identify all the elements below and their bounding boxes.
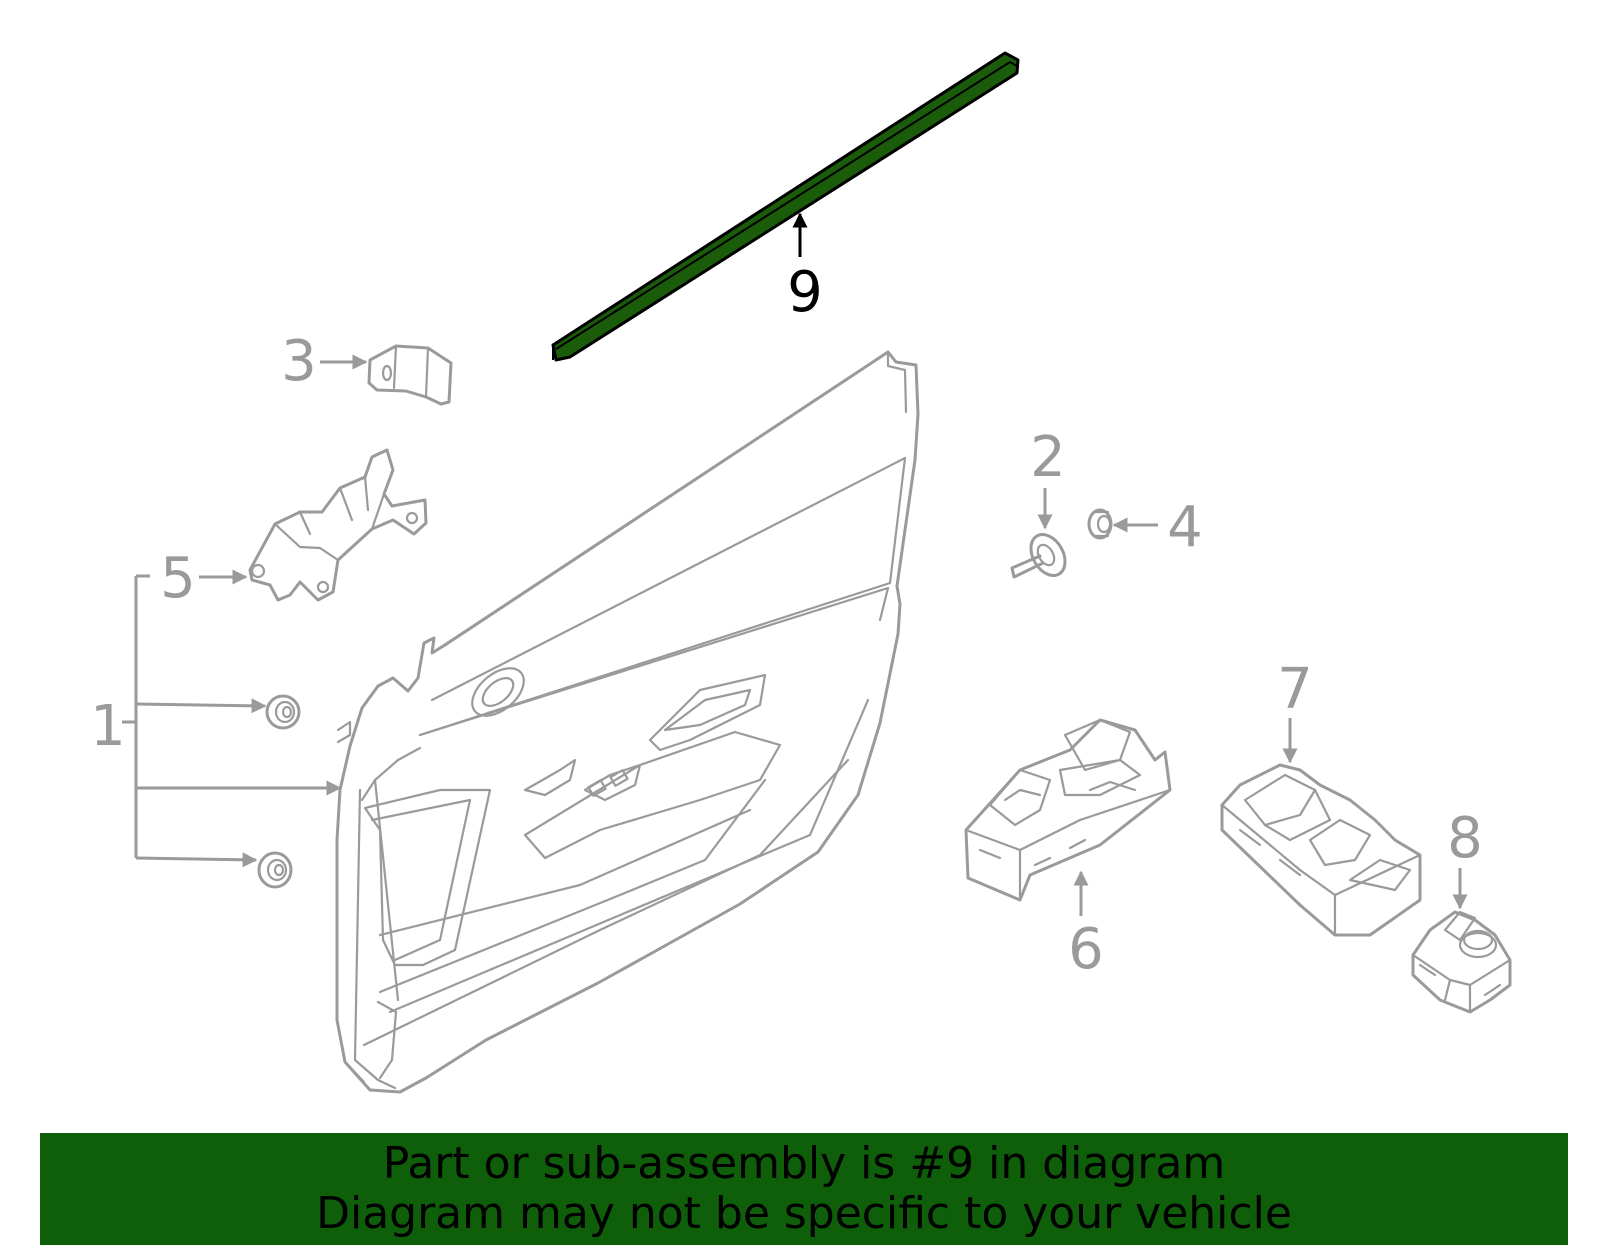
- part-8-mirror-switch[interactable]: [1411, 910, 1512, 1014]
- door-trim-panel[interactable]: [335, 350, 920, 1094]
- part-4-nut[interactable]: [1087, 508, 1113, 540]
- callout-8: 8: [1447, 806, 1483, 871]
- clip-upper[interactable]: [265, 694, 301, 730]
- part-7-window-switch[interactable]: [1220, 763, 1422, 937]
- callout-3: 3: [281, 329, 317, 394]
- part-3-bracket[interactable]: [367, 344, 453, 406]
- info-banner: Part or sub-assembly is #9 in diagram Di…: [40, 1133, 1568, 1245]
- callout-5: 5: [160, 546, 196, 611]
- part-2-screw[interactable]: [1010, 528, 1072, 581]
- clip-lower[interactable]: [257, 851, 293, 889]
- banner-line-1: Part or sub-assembly is #9 in diagram: [382, 1138, 1226, 1189]
- part-6-window-switch[interactable]: [964, 718, 1172, 902]
- callout-2: 2: [1030, 425, 1066, 490]
- part-9-weatherstrip[interactable]: [551, 51, 1020, 362]
- callout-4: 4: [1167, 495, 1203, 560]
- banner-line-2: Diagram may not be specific to your vehi…: [316, 1188, 1292, 1239]
- callout-6: 6: [1068, 917, 1104, 982]
- part-5-inner-handle[interactable]: [248, 448, 428, 602]
- leader-1-bracket: [122, 574, 342, 868]
- callout-9: 9: [787, 260, 823, 325]
- callout-1: 1: [90, 694, 126, 759]
- callout-7: 7: [1277, 657, 1313, 722]
